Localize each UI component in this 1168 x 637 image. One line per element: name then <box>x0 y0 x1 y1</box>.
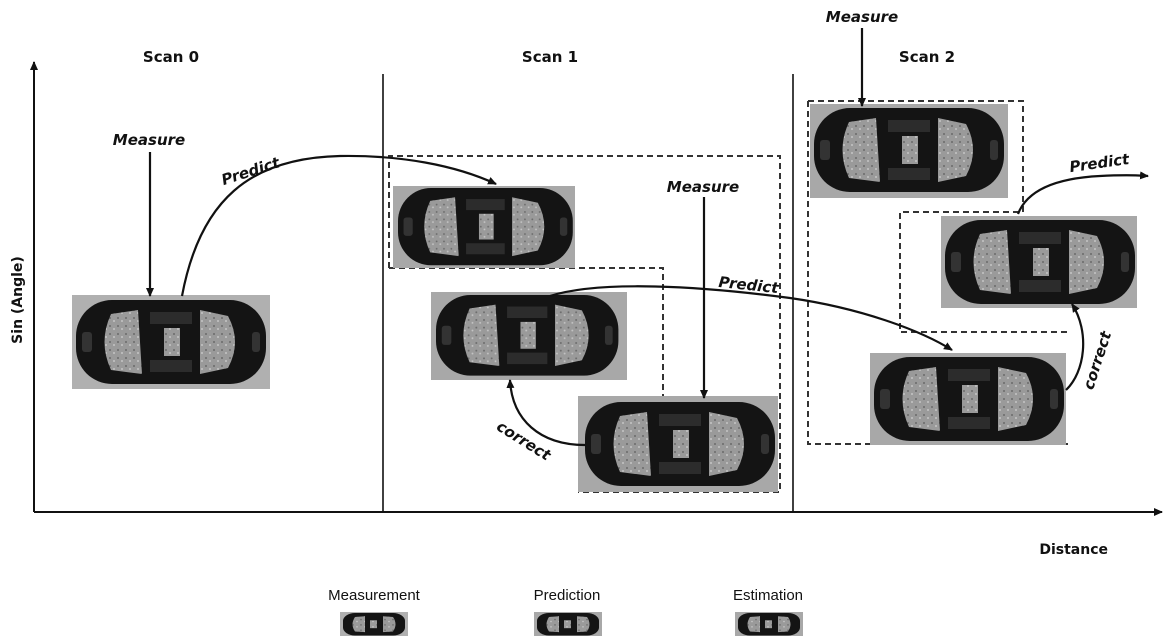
car-measurement-scan1 <box>578 396 778 492</box>
predict-label-scan2: Predict <box>1068 150 1131 176</box>
y-axis-label: Sin (Angle) <box>10 256 26 344</box>
car-measurement-scan2 <box>810 104 1008 198</box>
legend-measurement-icon <box>340 612 408 636</box>
legend: Measurement Prediction Estimation <box>328 587 803 636</box>
predict-arrow-scan2 <box>1016 171 1149 215</box>
legend-estimation-label: Estimation <box>733 587 803 604</box>
predict-label-scan1: Predict <box>718 273 780 297</box>
measure-label-scan1: Measure <box>667 178 739 196</box>
correct-label-scan1: correct <box>493 417 554 465</box>
predict-arrow-scan0 <box>180 154 497 297</box>
correct-arrow-scan2 <box>1065 303 1085 391</box>
correct-label-scan2: correct <box>1079 328 1115 392</box>
legend-prediction-label: Prediction <box>534 587 601 604</box>
legend-estimation-icon <box>735 612 803 636</box>
scan-2-title: Scan 2 <box>899 48 955 66</box>
car-measurement-scan0 <box>72 295 270 389</box>
car-estimation-scan1 <box>431 292 627 380</box>
car-estimation-scan2 <box>870 353 1066 445</box>
measure-label-scan0: Measure <box>113 131 185 149</box>
legend-measurement-label: Measurement <box>328 587 421 604</box>
car-prediction-scan2 <box>941 216 1137 308</box>
scan-0-title: Scan 0 <box>143 48 199 66</box>
predict-label-scan0: Predict <box>219 153 282 189</box>
predict-arrow-scan1 <box>549 285 953 351</box>
x-axis-label: Distance <box>1039 542 1108 558</box>
estimation-outline-scan2 <box>807 100 1071 445</box>
measure-label-scan2: Measure <box>826 8 898 26</box>
scan-1-title: Scan 1 <box>522 48 578 66</box>
legend-prediction-icon <box>534 612 602 636</box>
car-prediction-scan1 <box>393 186 575 268</box>
correct-arrow-scan1 <box>506 379 586 447</box>
axes: Sin (Angle) Distance <box>10 61 1163 558</box>
